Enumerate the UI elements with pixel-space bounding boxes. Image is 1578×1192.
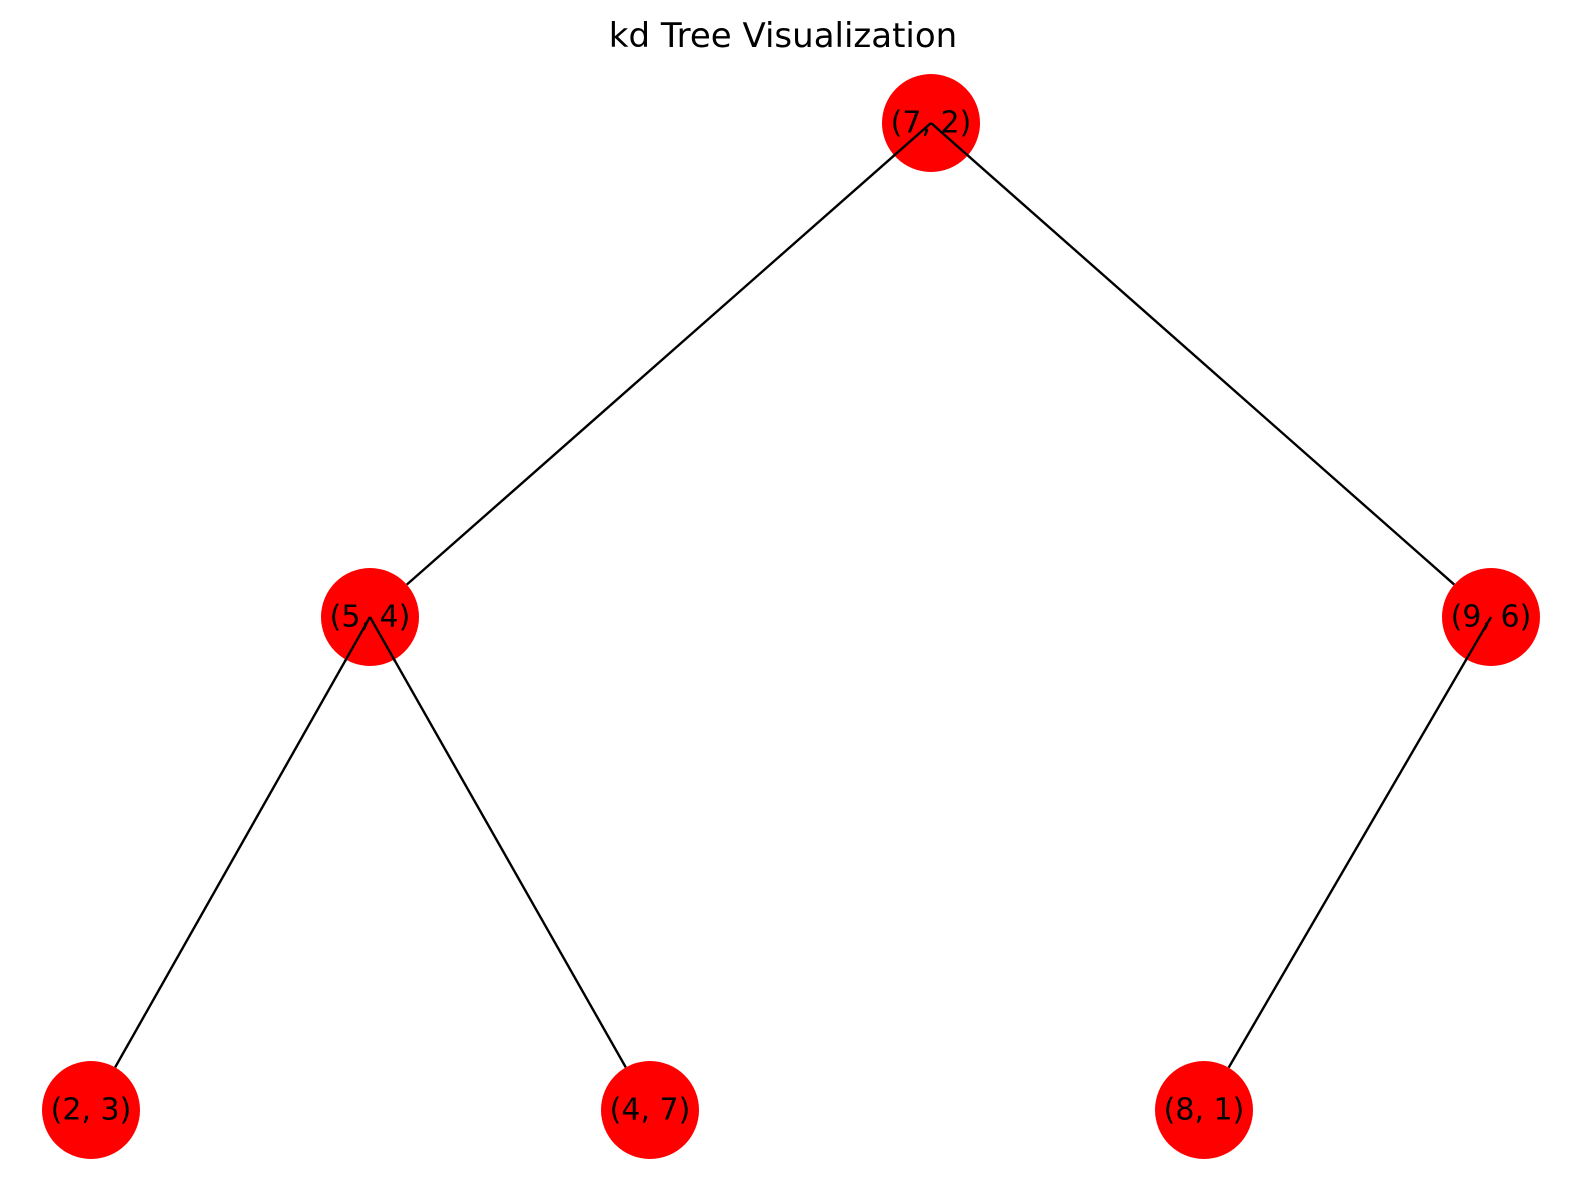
tree-node-circle[interactable] <box>42 1061 140 1159</box>
tree-edge <box>114 616 372 1068</box>
tree-edge-overlay <box>368 616 397 662</box>
tree-node[interactable]: (8, 1) <box>1155 1061 1253 1159</box>
tree-edge-overlay <box>930 122 971 158</box>
tree-edge <box>368 616 627 1068</box>
edge-layer <box>114 122 1493 1069</box>
node-layer: (7, 2)(5, 4)(9, 6)(2, 3)(4, 7)(8, 1) <box>42 74 1540 1159</box>
tree-edge <box>930 122 1456 586</box>
tree-edge-overlay <box>1464 616 1493 662</box>
tree-edge <box>405 122 932 586</box>
tree-edge <box>1227 616 1493 1069</box>
tree-node[interactable]: (2, 3) <box>42 1061 140 1159</box>
tree-edge-overlay <box>891 122 932 158</box>
tree-node-circle[interactable] <box>601 1061 699 1159</box>
tree-node-circle[interactable] <box>1155 1061 1253 1159</box>
tree-edge-overlay <box>343 616 372 662</box>
tree-node[interactable]: (4, 7) <box>601 1061 699 1159</box>
